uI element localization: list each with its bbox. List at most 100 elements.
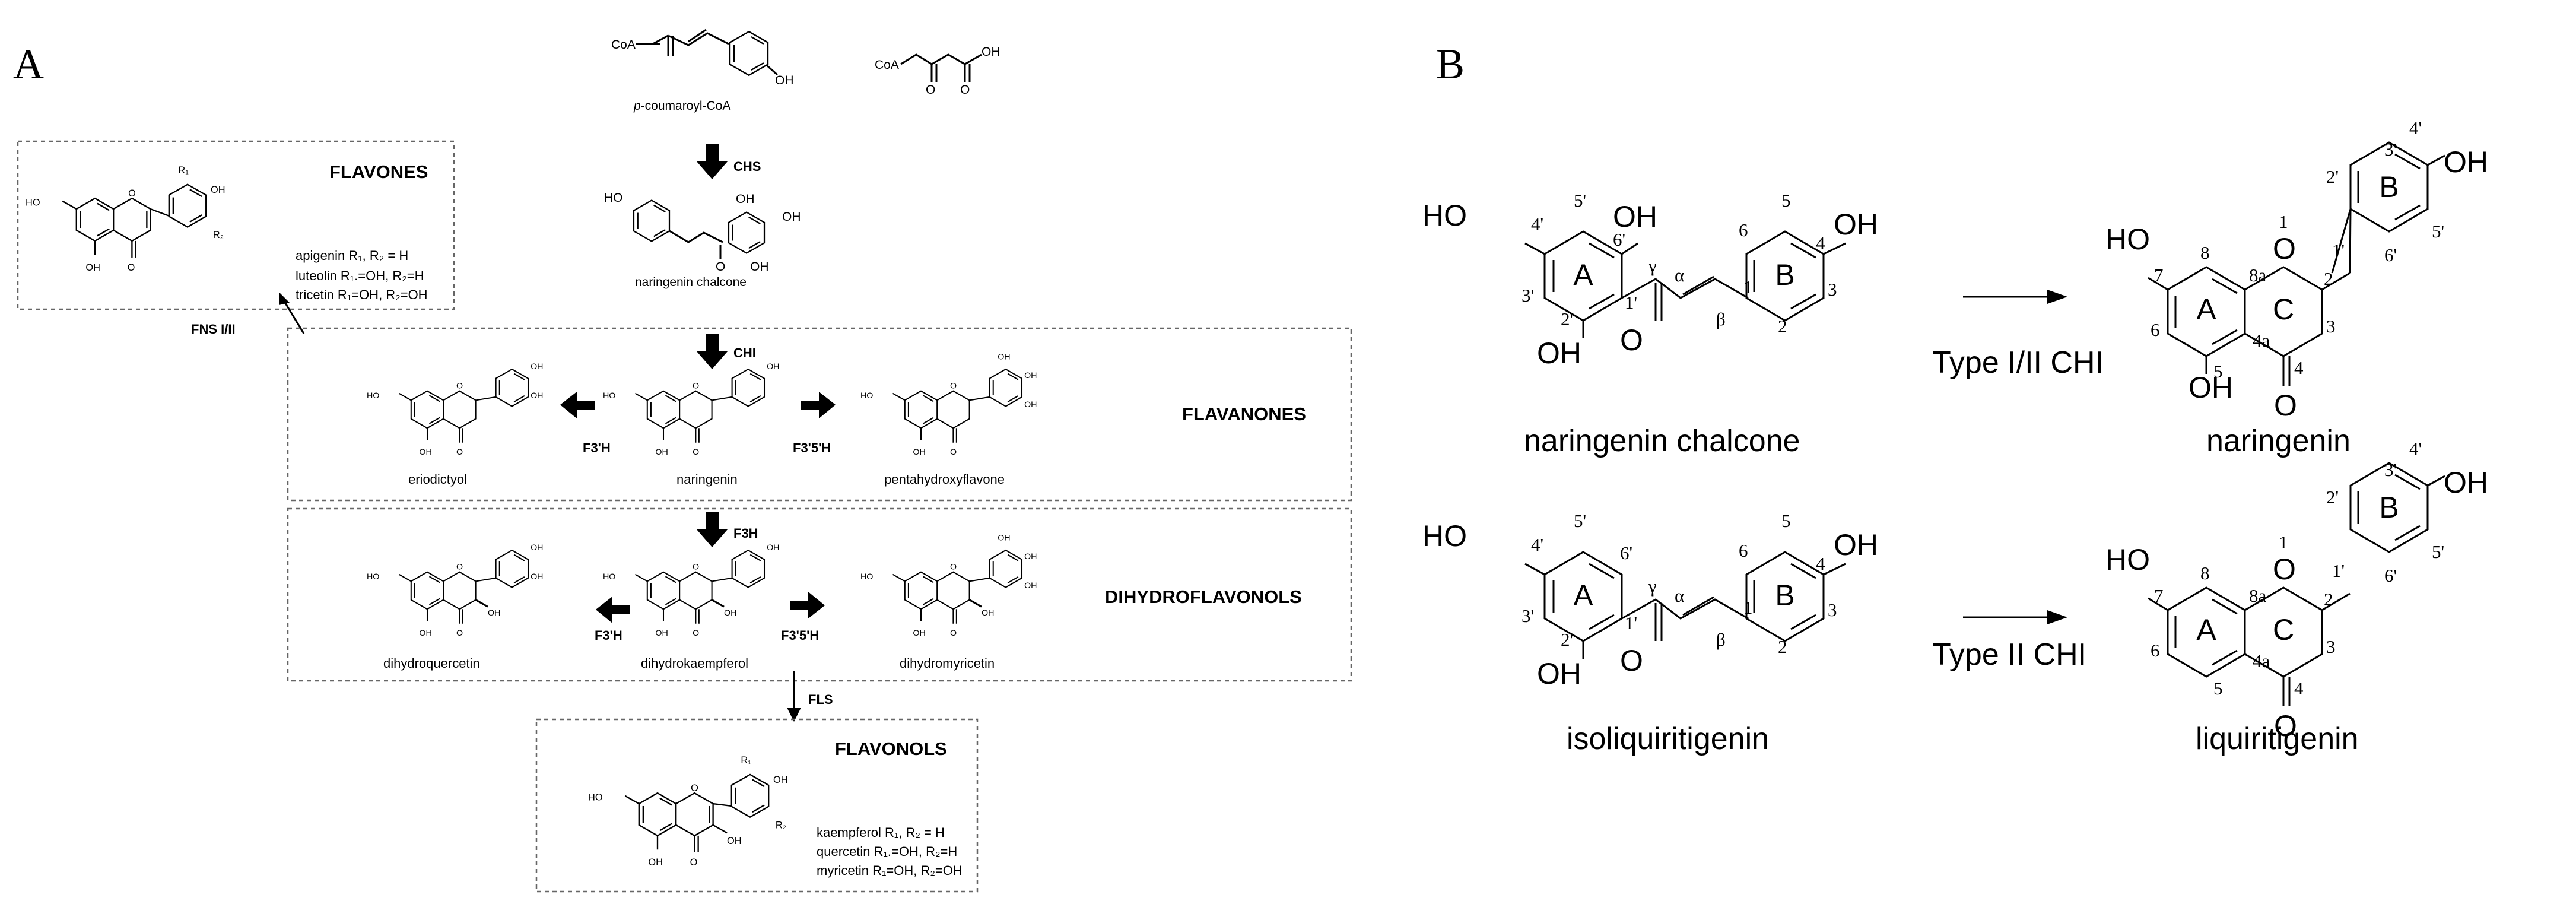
- dihydroquercetin-structure: OH HO OH O O OH OH: [367, 543, 543, 638]
- svg-text:HO: HO: [1422, 519, 1467, 553]
- svg-text:O: O: [1620, 323, 1643, 357]
- svg-text:4: 4: [1816, 553, 1825, 574]
- svg-text:O: O: [456, 563, 463, 572]
- b-isoliquiritigenin-label: isoliquiritigenin: [1567, 722, 1769, 756]
- svg-text:HO: HO: [2105, 223, 2150, 256]
- coa-label: CoA: [611, 38, 636, 52]
- dihydrokaempferol-structure: OH HO OH O O OH: [603, 543, 779, 638]
- flavone-apigenin: apigenin R₁, R₂ = H: [296, 248, 408, 263]
- svg-text:O: O: [693, 563, 699, 572]
- svg-text:5': 5': [1574, 190, 1586, 211]
- fls-arrow: FLS: [787, 671, 833, 722]
- svg-text:R₂: R₂: [213, 230, 224, 240]
- svg-text:γ: γ: [1648, 255, 1657, 276]
- svg-text:OH: OH: [85, 262, 100, 273]
- svg-text:O: O: [2273, 232, 2296, 265]
- svg-text:OH: OH: [2444, 145, 2488, 179]
- svg-text:OH: OH: [782, 210, 801, 224]
- svg-text:OH: OH: [419, 629, 431, 638]
- svg-text:O: O: [950, 382, 957, 391]
- svg-text:HO: HO: [603, 391, 615, 401]
- flavonols-box: [535, 718, 979, 893]
- fns-label: FNS I/II: [191, 322, 236, 337]
- f3h-prime-arrow-flavanone: F3'H: [560, 392, 611, 455]
- chs-arrow: CHS: [697, 144, 761, 179]
- svg-text:OH: OH: [727, 836, 742, 846]
- svg-text:HO: HO: [860, 391, 873, 401]
- svg-text:O: O: [693, 448, 699, 457]
- svg-text:4': 4': [1531, 214, 1543, 234]
- dihydromyricetin-label: dihydromyricetin: [900, 656, 995, 671]
- dihydroquercetin-label: dihydroquercetin: [383, 656, 480, 671]
- svg-text:4': 4': [1531, 534, 1543, 555]
- svg-text:HO: HO: [603, 572, 615, 582]
- svg-text:1': 1': [1625, 613, 1637, 633]
- svg-text:β: β: [1716, 629, 1726, 650]
- svg-text:4: 4: [2294, 678, 2304, 699]
- svg-text:OH: OH: [488, 608, 500, 618]
- pentahydroxyflavone-structure: HO OH O O OH OH OH: [860, 353, 1037, 457]
- svg-text:5': 5': [1574, 510, 1586, 531]
- svg-text:5: 5: [2213, 361, 2223, 382]
- svg-text:A: A: [1573, 258, 1593, 291]
- svg-text:OH: OH: [1834, 528, 1878, 561]
- svg-text:O: O: [960, 83, 970, 97]
- svg-text:OH: OH: [913, 629, 925, 638]
- b-liquiritigenin-structure: A C B HO O O OH 1 2 3 4 4a 5 6 7 8 8a 1'…: [2105, 438, 2488, 743]
- svg-text:C: C: [2273, 293, 2294, 326]
- malonyl-coa-label: CoA: [875, 58, 899, 72]
- panel-b-label: B: [1436, 40, 1465, 88]
- svg-text:OH: OH: [773, 775, 788, 785]
- svg-text:γ: γ: [1648, 576, 1657, 597]
- svg-text:6: 6: [1739, 540, 1748, 561]
- svg-text:O: O: [2273, 553, 2296, 586]
- b-naringenin-chalcone-label: naringenin chalcone: [1524, 424, 1800, 458]
- svg-text:O: O: [926, 83, 935, 97]
- svg-text:1': 1': [1625, 292, 1637, 313]
- svg-text:6: 6: [1739, 220, 1748, 240]
- svg-text:3: 3: [1828, 279, 1837, 300]
- svg-text:5: 5: [1781, 510, 1791, 531]
- svg-text:5': 5': [2432, 221, 2444, 242]
- svg-text:C: C: [2273, 613, 2294, 646]
- f3h-prime-label: F3'H: [583, 440, 611, 455]
- svg-text:3': 3': [1522, 285, 1534, 306]
- svg-text:O: O: [2274, 709, 2297, 743]
- svg-text:β: β: [1716, 309, 1726, 329]
- svg-text:OH: OH: [2444, 466, 2488, 499]
- svg-text:O: O: [950, 448, 957, 457]
- svg-text:OH: OH: [998, 353, 1010, 362]
- svg-text:OH: OH: [531, 391, 543, 401]
- svg-text:1: 1: [2279, 211, 2288, 232]
- svg-text:OH: OH: [750, 260, 769, 274]
- svg-text:2': 2': [1561, 629, 1573, 650]
- svg-text:OH: OH: [531, 572, 543, 582]
- fns-arrow: FNS I/II: [191, 292, 305, 337]
- svg-text:O: O: [693, 382, 699, 391]
- naringenin-structure: HO OH O O OH: [603, 362, 779, 457]
- svg-text:6': 6': [2384, 245, 2397, 265]
- flavone-tricetin: tricetin R₁=OH, R₂=OH: [296, 287, 428, 302]
- svg-text:4: 4: [2294, 357, 2304, 378]
- svg-text:3': 3': [2384, 459, 2397, 480]
- svg-text:3: 3: [2326, 316, 2336, 337]
- svg-text:OH: OH: [1024, 552, 1037, 561]
- svg-text:OH: OH: [736, 192, 755, 206]
- dihydroflavonols-box: [287, 507, 1352, 682]
- svg-text:A: A: [1573, 579, 1593, 612]
- chs-label: CHS: [733, 159, 761, 174]
- svg-text:OH: OH: [1613, 200, 1657, 233]
- svg-text:2: 2: [1778, 316, 1787, 337]
- svg-text:O: O: [691, 783, 698, 794]
- flavone-luteolin: luteolin R₁.=OH, R₂=H: [296, 268, 424, 283]
- b-enzyme-type-i-ii-chi: Type I/II CHI: [1932, 345, 2104, 380]
- svg-text:2': 2': [1561, 309, 1573, 329]
- svg-text:R₁: R₁: [741, 755, 751, 766]
- f35h-arrow-dihydroflavonol: F3'5'H: [781, 592, 825, 643]
- svg-text:O: O: [128, 188, 136, 199]
- svg-text:HO: HO: [367, 572, 379, 582]
- svg-text:1': 1': [2332, 240, 2345, 261]
- naringenin-chalcone-structure: HO O OH OH OH: [604, 191, 801, 274]
- svg-text:O: O: [456, 448, 463, 457]
